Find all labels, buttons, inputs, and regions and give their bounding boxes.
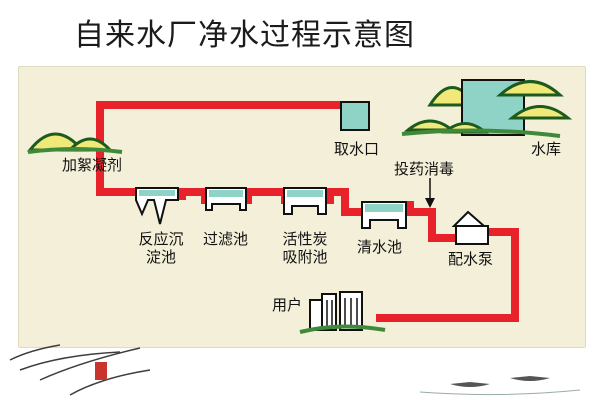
- clear-water-tank: [361, 201, 407, 229]
- red-seal-stamp: [95, 362, 107, 380]
- intake-box: [340, 101, 370, 131]
- carbon-tank: [283, 187, 327, 215]
- pump-house: [451, 210, 489, 245]
- filter-tank: [205, 187, 247, 211]
- disinfect-label: 投药消毒: [394, 160, 455, 178]
- filter-label: 过滤池: [203, 230, 249, 248]
- reservoir-label: 水库: [531, 140, 562, 158]
- intake-label: 取水口: [334, 140, 380, 158]
- sedimentation-tank: [135, 187, 179, 225]
- coagulant-label: 加絮凝剂: [62, 156, 123, 174]
- boat-decoration: [419, 376, 581, 396]
- pump-label: 配水泵: [448, 250, 494, 268]
- page-title: 自来水厂净水过程示意图: [74, 18, 415, 53]
- sedimentation-label-1: 反应沉: [138, 230, 184, 248]
- sedimentation-label-2: 淀池: [145, 248, 176, 266]
- carbon-label-1: 活性炭: [282, 230, 328, 248]
- user-buildings: [299, 291, 386, 334]
- disinfect-arrowhead: [425, 198, 435, 208]
- clear-water-label: 清水池: [357, 238, 403, 256]
- reservoir-illustration: [401, 79, 573, 138]
- bamboo-decoration: [9, 344, 151, 396]
- user-label: 用户: [272, 296, 303, 314]
- coagulant-hill: [26, 132, 123, 154]
- carbon-label-2: 吸附池: [282, 248, 328, 266]
